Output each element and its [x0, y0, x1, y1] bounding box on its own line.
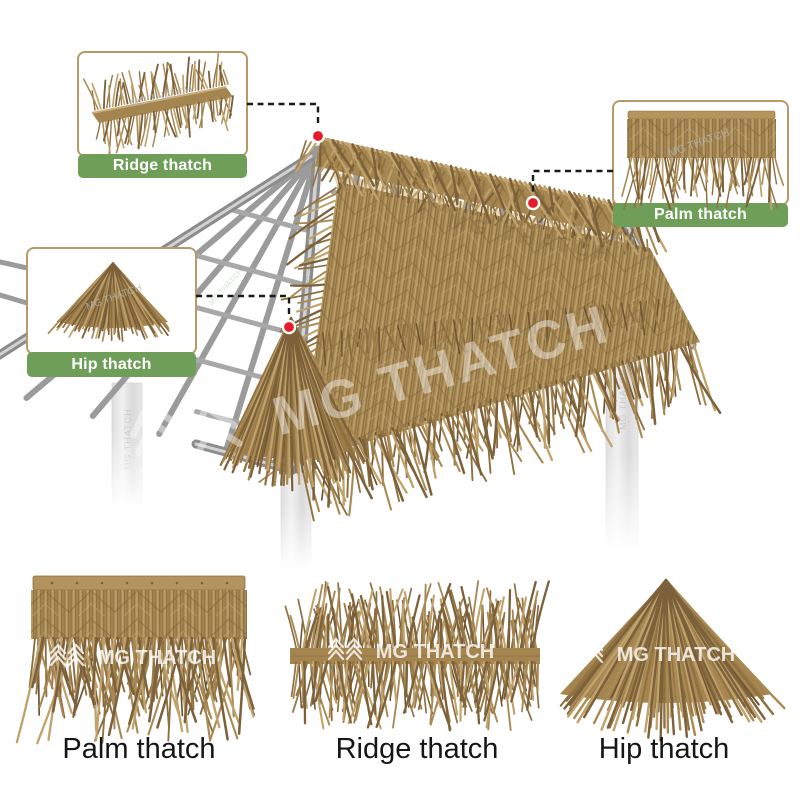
callout-palm-bar — [613, 203, 788, 227]
marker-dots — [281, 128, 541, 335]
callout-hip-bar — [27, 352, 196, 377]
pole-stubs — [0, 259, 30, 306]
product-hip-image: MG THATCH — [559, 578, 786, 742]
svg-text:MG THATCH: MG THATCH — [376, 641, 495, 663]
connector-ridge — [247, 102, 320, 127]
connector-hip — [196, 294, 291, 318]
product-palm-image: MG THATCH — [15, 575, 255, 745]
product-ridge-image: MG THATCH — [284, 580, 550, 732]
svg-text:MG THATCH: MG THATCH — [98, 647, 217, 669]
product-watermark: MG THATCH — [49, 643, 217, 669]
connector-palm — [531, 169, 613, 194]
callout-ridge: MG THATCH — [77, 51, 248, 178]
palm-marker-dot — [528, 198, 538, 208]
svg-text:MG THATCH: MG THATCH — [617, 644, 736, 666]
ridge-marker-dot — [313, 131, 323, 141]
purlins-left — [50, 206, 314, 441]
callout-hip: MG THATCH — [26, 247, 197, 377]
post-watermark: MG THATCH — [618, 368, 628, 430]
callout-palm: MG THATCH — [612, 100, 789, 227]
ridge-thatch-roof — [295, 136, 668, 256]
product-watermark: MG THATCH — [568, 640, 736, 666]
hip-marker-dot — [284, 322, 294, 332]
product-watermark: MG THATCH — [327, 637, 495, 663]
callout-ridge-bar — [78, 154, 247, 178]
connectors — [196, 102, 613, 318]
hip-thatch-roof — [219, 316, 368, 492]
